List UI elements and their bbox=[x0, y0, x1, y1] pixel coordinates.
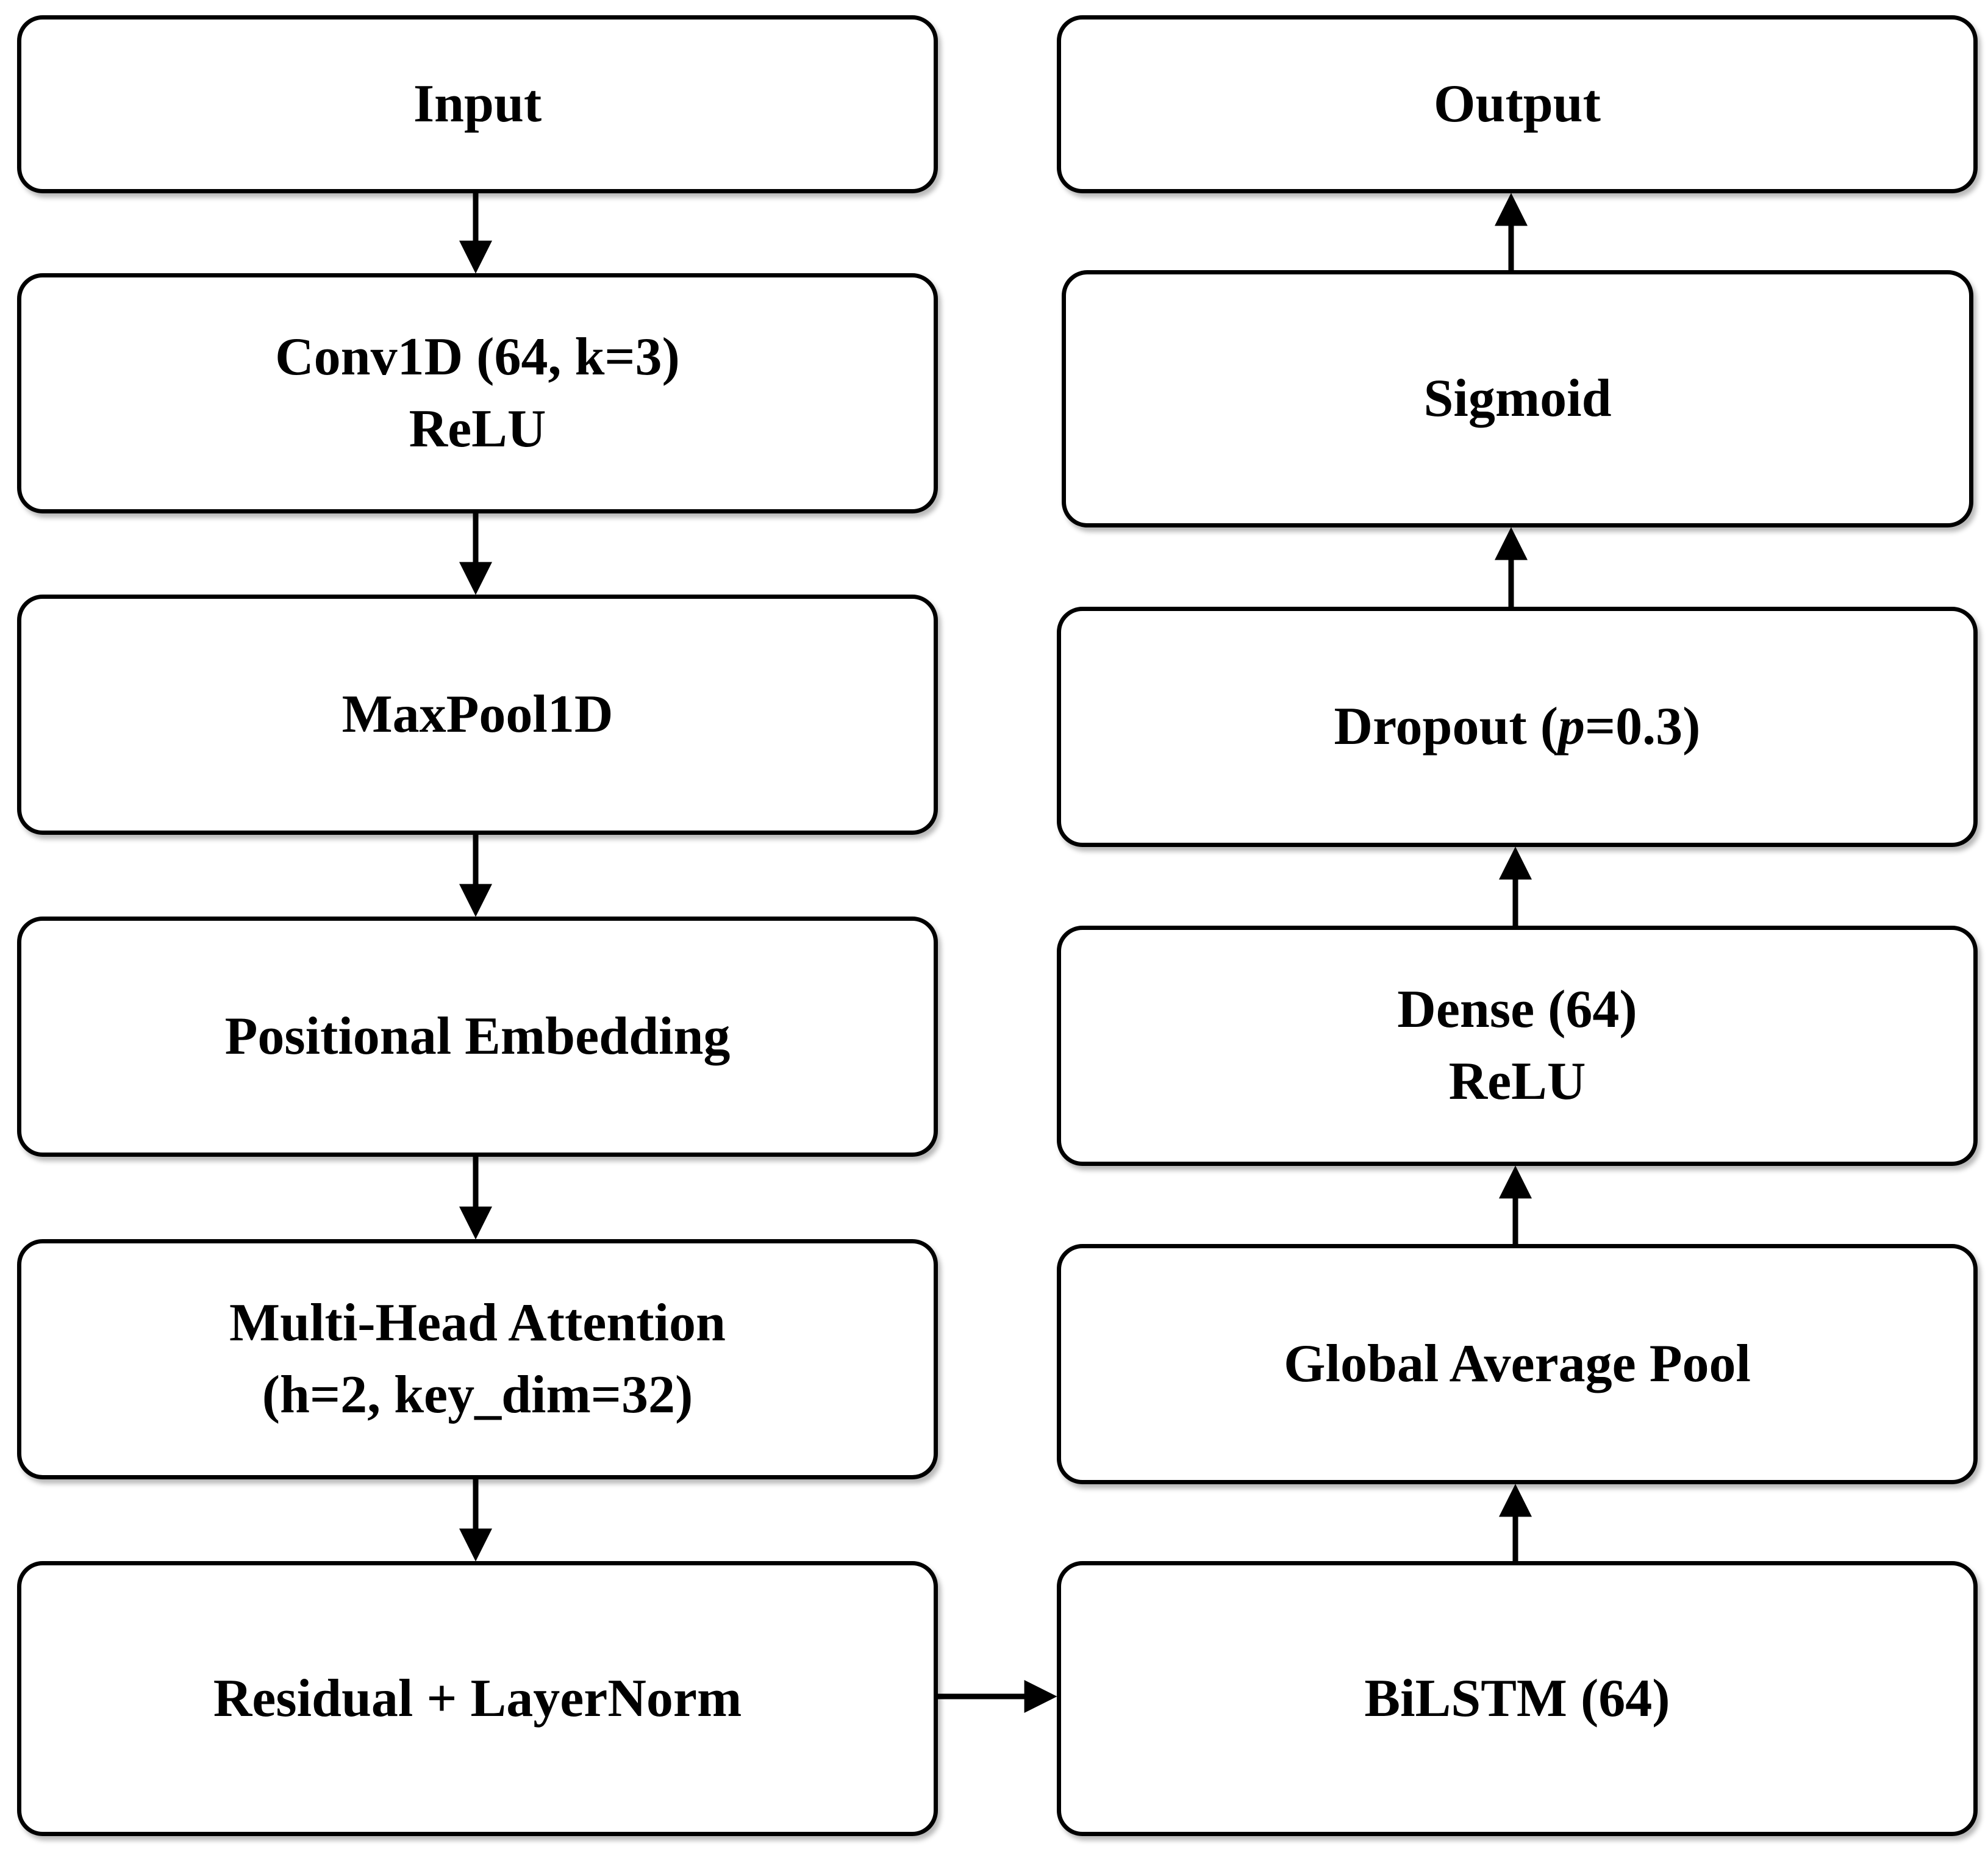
node-global-average-pool-label: Global Average Pool bbox=[1284, 1334, 1751, 1393]
node-residual-layernorm: Residual + LayerNorm bbox=[17, 1561, 938, 1836]
node-output: Output bbox=[1057, 15, 1978, 193]
node-maxpool1d: MaxPool1D bbox=[17, 595, 938, 835]
node-positional-embedding: Positional Embedding bbox=[17, 917, 938, 1157]
node-dense: Dense (64) ReLU bbox=[1057, 926, 1978, 1166]
node-dropout-suffix: =0.3) bbox=[1585, 697, 1701, 756]
node-dense-label: Dense (64) bbox=[1397, 980, 1637, 1039]
node-conv1d-activation: ReLU bbox=[409, 399, 546, 459]
node-residual-layernorm-label: Residual + LayerNorm bbox=[213, 1668, 742, 1728]
node-multi-head-attention-label: Multi-Head Attention bbox=[229, 1293, 726, 1353]
node-dropout-prefix: Dropout ( bbox=[1334, 697, 1559, 756]
node-dropout-param: p bbox=[1558, 697, 1586, 756]
node-dropout: Dropout (p=0.3) bbox=[1057, 607, 1978, 847]
node-conv1d-label: Conv1D (64, k=3) bbox=[275, 327, 680, 387]
node-conv1d: Conv1D (64, k=3) ReLU bbox=[17, 273, 938, 513]
node-multi-head-attention: Multi-Head Attention (h=2, key_dim=32) bbox=[17, 1239, 938, 1479]
node-input-label: Input bbox=[413, 74, 542, 134]
node-bilstm-label: BiLSTM (64) bbox=[1364, 1668, 1670, 1728]
node-multi-head-attention-params: (h=2, key_dim=32) bbox=[262, 1365, 693, 1424]
node-input: Input bbox=[17, 15, 938, 193]
node-positional-embedding-label: Positional Embedding bbox=[224, 1007, 731, 1066]
node-dropout-label: Dropout (p=0.3) bbox=[1334, 691, 1701, 763]
node-bilstm: BiLSTM (64) bbox=[1057, 1561, 1978, 1836]
node-dense-activation: ReLU bbox=[1448, 1052, 1586, 1111]
node-output-label: Output bbox=[1434, 74, 1601, 134]
node-global-average-pool: Global Average Pool bbox=[1057, 1244, 1978, 1484]
node-sigmoid-label: Sigmoid bbox=[1423, 369, 1612, 428]
node-sigmoid: Sigmoid bbox=[1062, 270, 1973, 527]
node-maxpool1d-label: MaxPool1D bbox=[341, 685, 613, 744]
